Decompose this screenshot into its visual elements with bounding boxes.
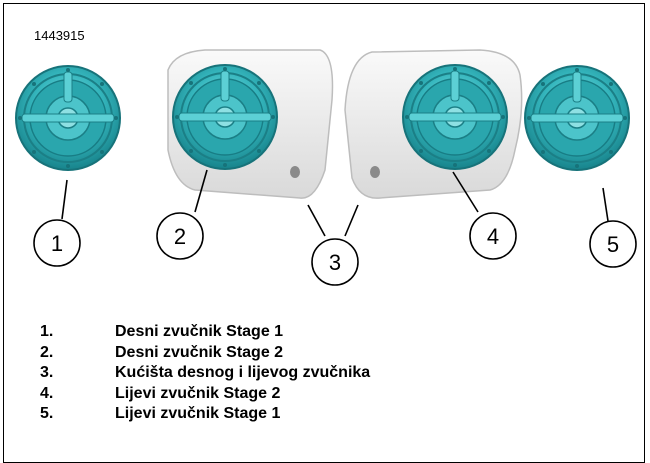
legend-item: 3. Kućišta desnog i lijevog zvučnika xyxy=(40,363,370,384)
callout-label-1: 1 xyxy=(51,231,63,256)
leader-line-5 xyxy=(602,187,609,222)
legend-text: Desni zvučnik Stage 1 xyxy=(115,323,284,340)
speaker-2 xyxy=(172,64,278,170)
callout-label-2: 2 xyxy=(174,224,186,249)
legend-item: 4. Lijevi zvučnik Stage 2 xyxy=(40,384,370,405)
leader-line-1 xyxy=(61,179,68,220)
legend-text: Lijevi zvučnik Stage 1 xyxy=(115,405,281,422)
callout-circle-1 xyxy=(33,219,81,267)
legend-number: 3. xyxy=(40,364,54,381)
legend-text: Kućišta desnog i lijevog zvučnika xyxy=(115,364,371,381)
speaker-illustration: 1 2 3 4 5 xyxy=(15,49,637,286)
leader-line-3a xyxy=(307,204,326,237)
legend-item: 5. Lijevi zvučnik Stage 1 xyxy=(40,404,370,425)
callout-circle-2 xyxy=(156,212,204,260)
leader-line-2 xyxy=(194,169,208,213)
legend-text: Lijevi zvučnik Stage 2 xyxy=(115,384,281,402)
callout-circle-5 xyxy=(589,220,637,268)
speaker-4 xyxy=(402,64,508,170)
legend-number: 4. xyxy=(40,384,54,402)
legend-item: 1. Desni zvučnik Stage 1 xyxy=(40,322,370,343)
legend-text: Desni zvučnik Stage 2 xyxy=(115,343,284,361)
callout-circle-3 xyxy=(311,238,359,286)
legend-number: 1. xyxy=(40,323,54,340)
figure-id: 1443915 xyxy=(34,28,85,43)
callout-circle-4 xyxy=(469,212,517,260)
callout-label-3: 3 xyxy=(329,250,341,275)
leader-line-3b xyxy=(344,204,359,237)
legend-item: 2. Desni zvučnik Stage 2 xyxy=(40,343,370,364)
callout-label-5: 5 xyxy=(607,232,619,257)
legend-number: 2. xyxy=(40,343,54,361)
speaker-1 xyxy=(15,65,121,171)
callout-label-4: 4 xyxy=(487,224,499,249)
legend-number: 5. xyxy=(40,405,54,422)
legend-list: 1. Desni zvučnik Stage 1 2. Desni zvučnik … xyxy=(40,322,370,425)
leader-line-4 xyxy=(452,171,479,213)
speaker-5 xyxy=(524,65,630,171)
